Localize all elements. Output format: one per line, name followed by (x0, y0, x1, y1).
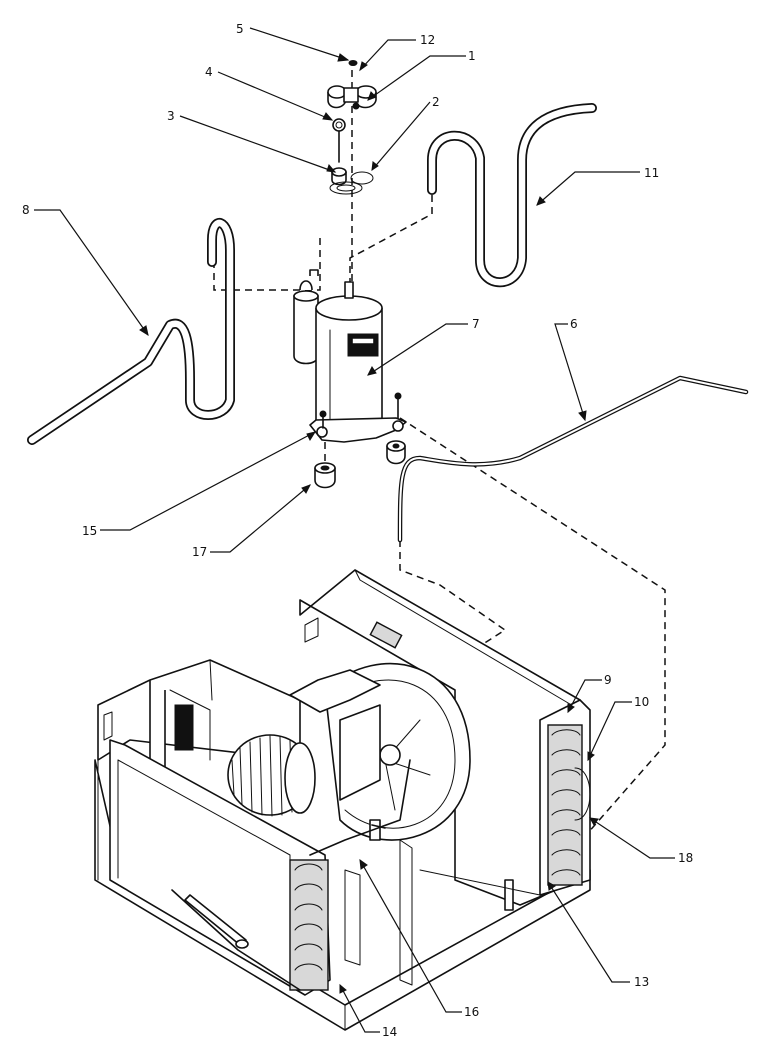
callout-8: 8 (22, 203, 30, 217)
terminal-cover-assembly (327, 60, 377, 195)
callout-15: 15 (82, 524, 97, 538)
callout-18: 18 (678, 851, 693, 865)
grommets (314, 440, 406, 489)
callout-4: 4 (205, 65, 213, 79)
callout-16: 16 (464, 1005, 479, 1019)
chassis-assembly (94, 569, 591, 1031)
callout-7: 7 (472, 317, 480, 331)
callout-17: 17 (192, 545, 207, 559)
callout-12: 12 (420, 33, 435, 47)
callout-9: 9 (604, 673, 612, 687)
callout-11: 11 (644, 166, 659, 180)
suction-tube (27, 217, 235, 445)
callout-2: 2 (432, 95, 440, 109)
callout-1: 1 (468, 49, 476, 63)
callout-leaders (34, 27, 675, 1033)
callout-14: 14 (382, 1025, 397, 1039)
callout-10: 10 (634, 695, 649, 709)
discharge-tube (427, 103, 597, 288)
callout-13: 13 (634, 975, 649, 989)
callout-labels: 5 12 1 4 2 3 8 11 6 7 15 17 9 10 18 13 1… (22, 22, 693, 1039)
callout-5: 5 (236, 22, 244, 36)
compressor (293, 269, 407, 443)
capillary-tube (397, 375, 749, 543)
callout-3: 3 (167, 109, 175, 123)
callout-6: 6 (570, 317, 578, 331)
